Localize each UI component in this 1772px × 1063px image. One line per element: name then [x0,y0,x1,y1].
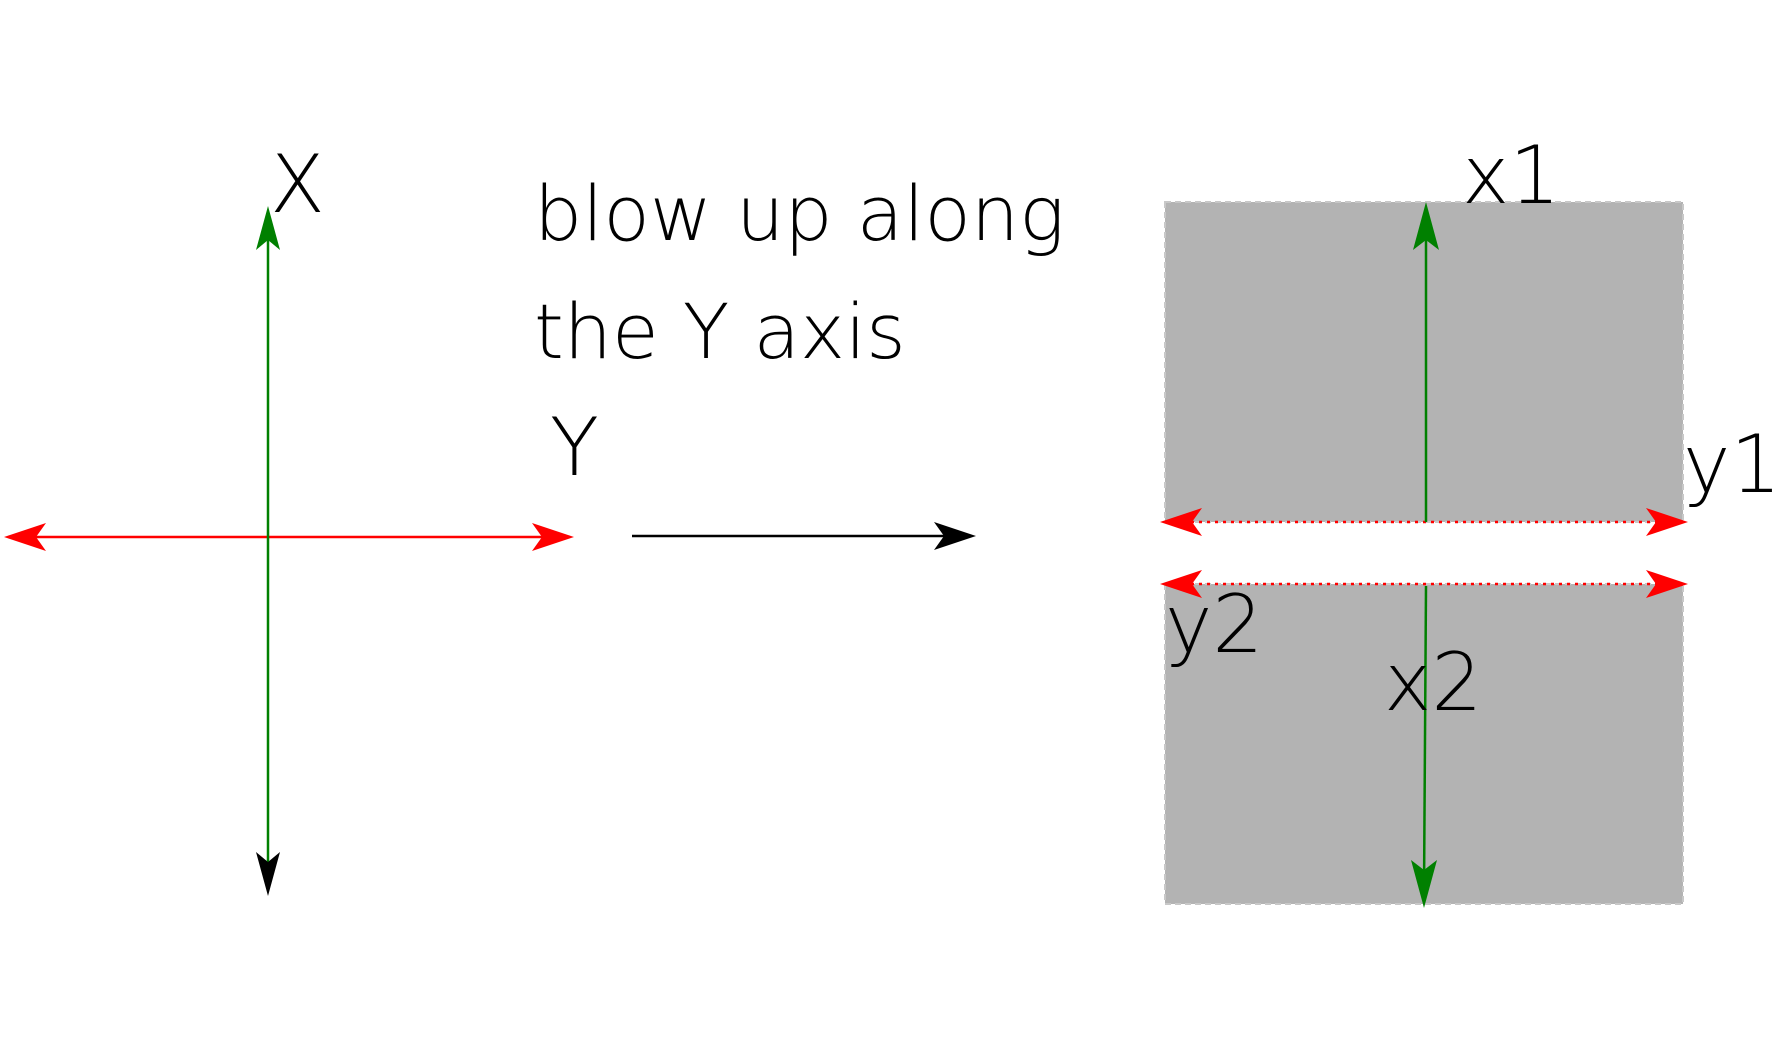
x2-line [1422,585,1428,891]
x-axis-bottom-arrowhead [256,852,280,896]
y-axis-left-arrowhead [4,523,46,551]
upper-region [1164,201,1684,523]
y-axis-right-arrowhead [532,523,574,551]
y2-left-arrowhead [1160,570,1202,598]
x2-label: x2 [1384,636,1482,729]
x2-arrowhead [1411,860,1437,908]
x-axis-label: X [270,138,325,231]
blown-up-axes: x1 x2 y1 y2 [1160,129,1772,908]
y1-left-arrowhead [1160,508,1202,536]
blow-up-arrowhead [934,522,976,550]
original-axes: X Y [4,138,599,896]
caption-line-2: the Y axis [534,287,906,376]
y-axis-label: Y [550,401,599,494]
y1-label: y1 [1683,418,1772,511]
x1-arrowhead [1413,202,1439,250]
y2-right-arrowhead [1646,570,1688,598]
y2-label: y2 [1165,578,1263,671]
transformation: blow up along the Y axis [534,169,1065,550]
caption-line-1: blow up along [534,169,1065,258]
x-axis-top-arrowhead [256,206,280,250]
y1-right-arrowhead [1646,508,1688,536]
x1-label: x1 [1462,129,1560,222]
